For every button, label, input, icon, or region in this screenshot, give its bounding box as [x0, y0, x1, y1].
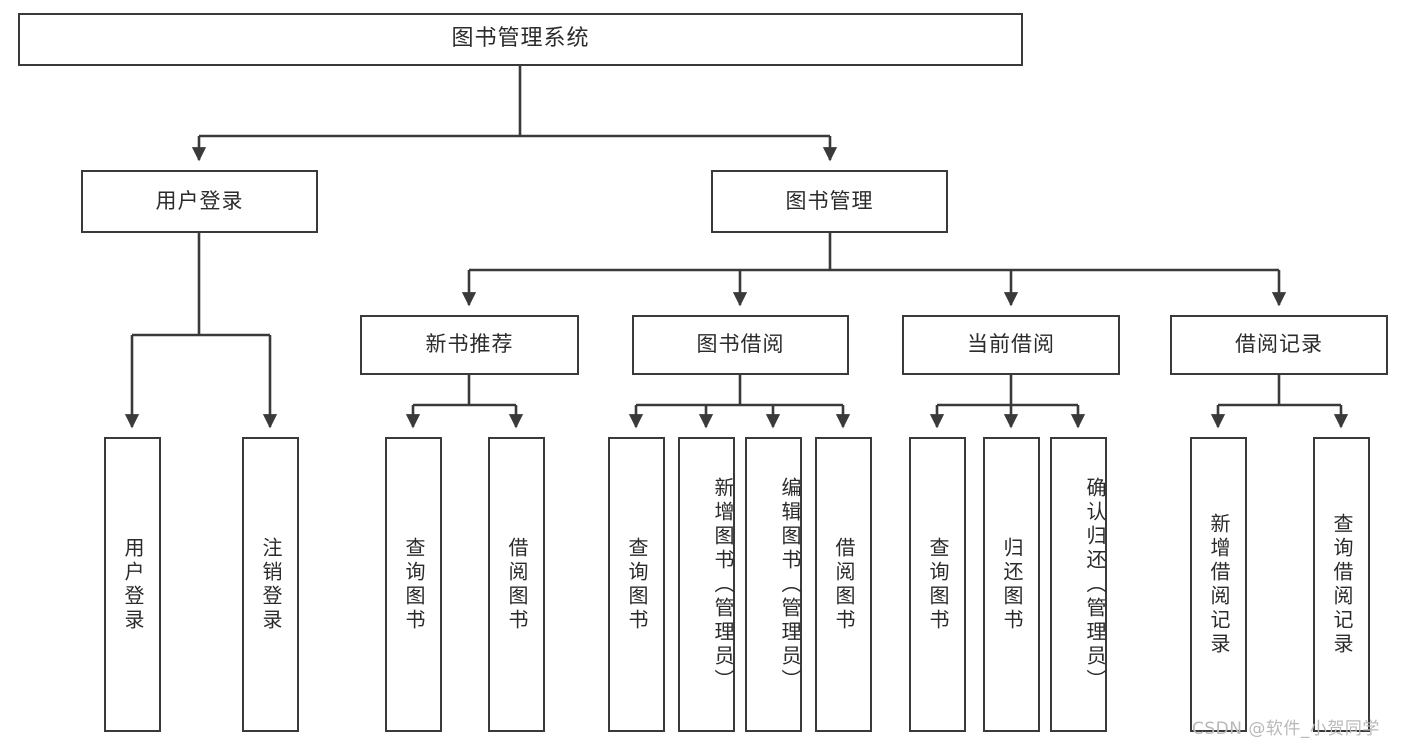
node-user-login-label: 用户登录: [155, 188, 244, 213]
node-user-login[interactable]: 用户登录: [81, 170, 318, 233]
node-leaf-borrow-book-1-label: 借阅图书: [505, 536, 529, 633]
node-leaf-query-borrow-record[interactable]: 查询借阅记录: [1313, 437, 1370, 732]
node-leaf-user-logout[interactable]: 注销登录: [242, 437, 299, 732]
node-borrow-record-label: 借阅记录: [1235, 332, 1323, 357]
node-new-book-recommend[interactable]: 新书推荐: [360, 315, 579, 375]
node-leaf-query-book-1[interactable]: 查询图书: [385, 437, 442, 732]
node-leaf-borrow-book-2-label: 借阅图书: [832, 536, 856, 633]
node-current-borrow-label: 当前借阅: [967, 332, 1055, 357]
node-leaf-query-book-2[interactable]: 查询图书: [608, 437, 665, 732]
node-leaf-add-book[interactable]: 新增图书（管理员）: [678, 437, 735, 732]
node-leaf-borrow-book-1[interactable]: 借阅图书: [488, 437, 545, 732]
node-leaf-add-borrow-record[interactable]: 新增借阅记录: [1190, 437, 1247, 732]
node-leaf-user-logout-label: 注销登录: [259, 536, 283, 633]
node-leaf-add-borrow-record-label: 新增借阅记录: [1207, 512, 1231, 657]
node-leaf-edit-book[interactable]: 编辑图书（管理员）: [745, 437, 802, 732]
node-leaf-confirm-return-label: 确认归还（管理员）: [1083, 476, 1107, 693]
node-root-label: 图书管理系统: [451, 26, 590, 52]
node-borrow-record[interactable]: 借阅记录: [1170, 315, 1388, 375]
node-leaf-borrow-book-2[interactable]: 借阅图书: [815, 437, 872, 732]
node-new-book-recommend-label: 新书推荐: [425, 332, 514, 357]
node-leaf-user-login[interactable]: 用户登录: [104, 437, 161, 732]
node-leaf-edit-book-label: 编辑图书（管理员）: [778, 476, 802, 693]
node-leaf-query-book-2-label: 查询图书: [625, 536, 649, 633]
node-leaf-add-book-label: 新增图书（管理员）: [711, 476, 735, 693]
node-root[interactable]: 图书管理系统: [18, 13, 1023, 66]
node-leaf-query-book-3[interactable]: 查询图书: [909, 437, 966, 732]
node-leaf-return-book-label: 归还图书: [1000, 536, 1024, 633]
node-leaf-query-book-1-label: 查询图书: [402, 536, 426, 633]
node-leaf-query-book-3-label: 查询图书: [926, 536, 950, 633]
node-leaf-return-book[interactable]: 归还图书: [983, 437, 1040, 732]
csdn-watermark: CSDN @软件_小贺同学: [1192, 719, 1380, 739]
node-current-borrow[interactable]: 当前借阅: [902, 315, 1120, 375]
node-leaf-user-login-label: 用户登录: [121, 536, 145, 633]
node-leaf-query-borrow-record-label: 查询借阅记录: [1330, 512, 1354, 657]
node-book-manage-label: 图书管理: [785, 188, 874, 213]
node-book-borrow[interactable]: 图书借阅: [632, 315, 849, 375]
node-book-manage[interactable]: 图书管理: [711, 170, 948, 233]
node-book-borrow-label: 图书借阅: [696, 332, 785, 357]
node-leaf-confirm-return[interactable]: 确认归还（管理员）: [1050, 437, 1107, 732]
